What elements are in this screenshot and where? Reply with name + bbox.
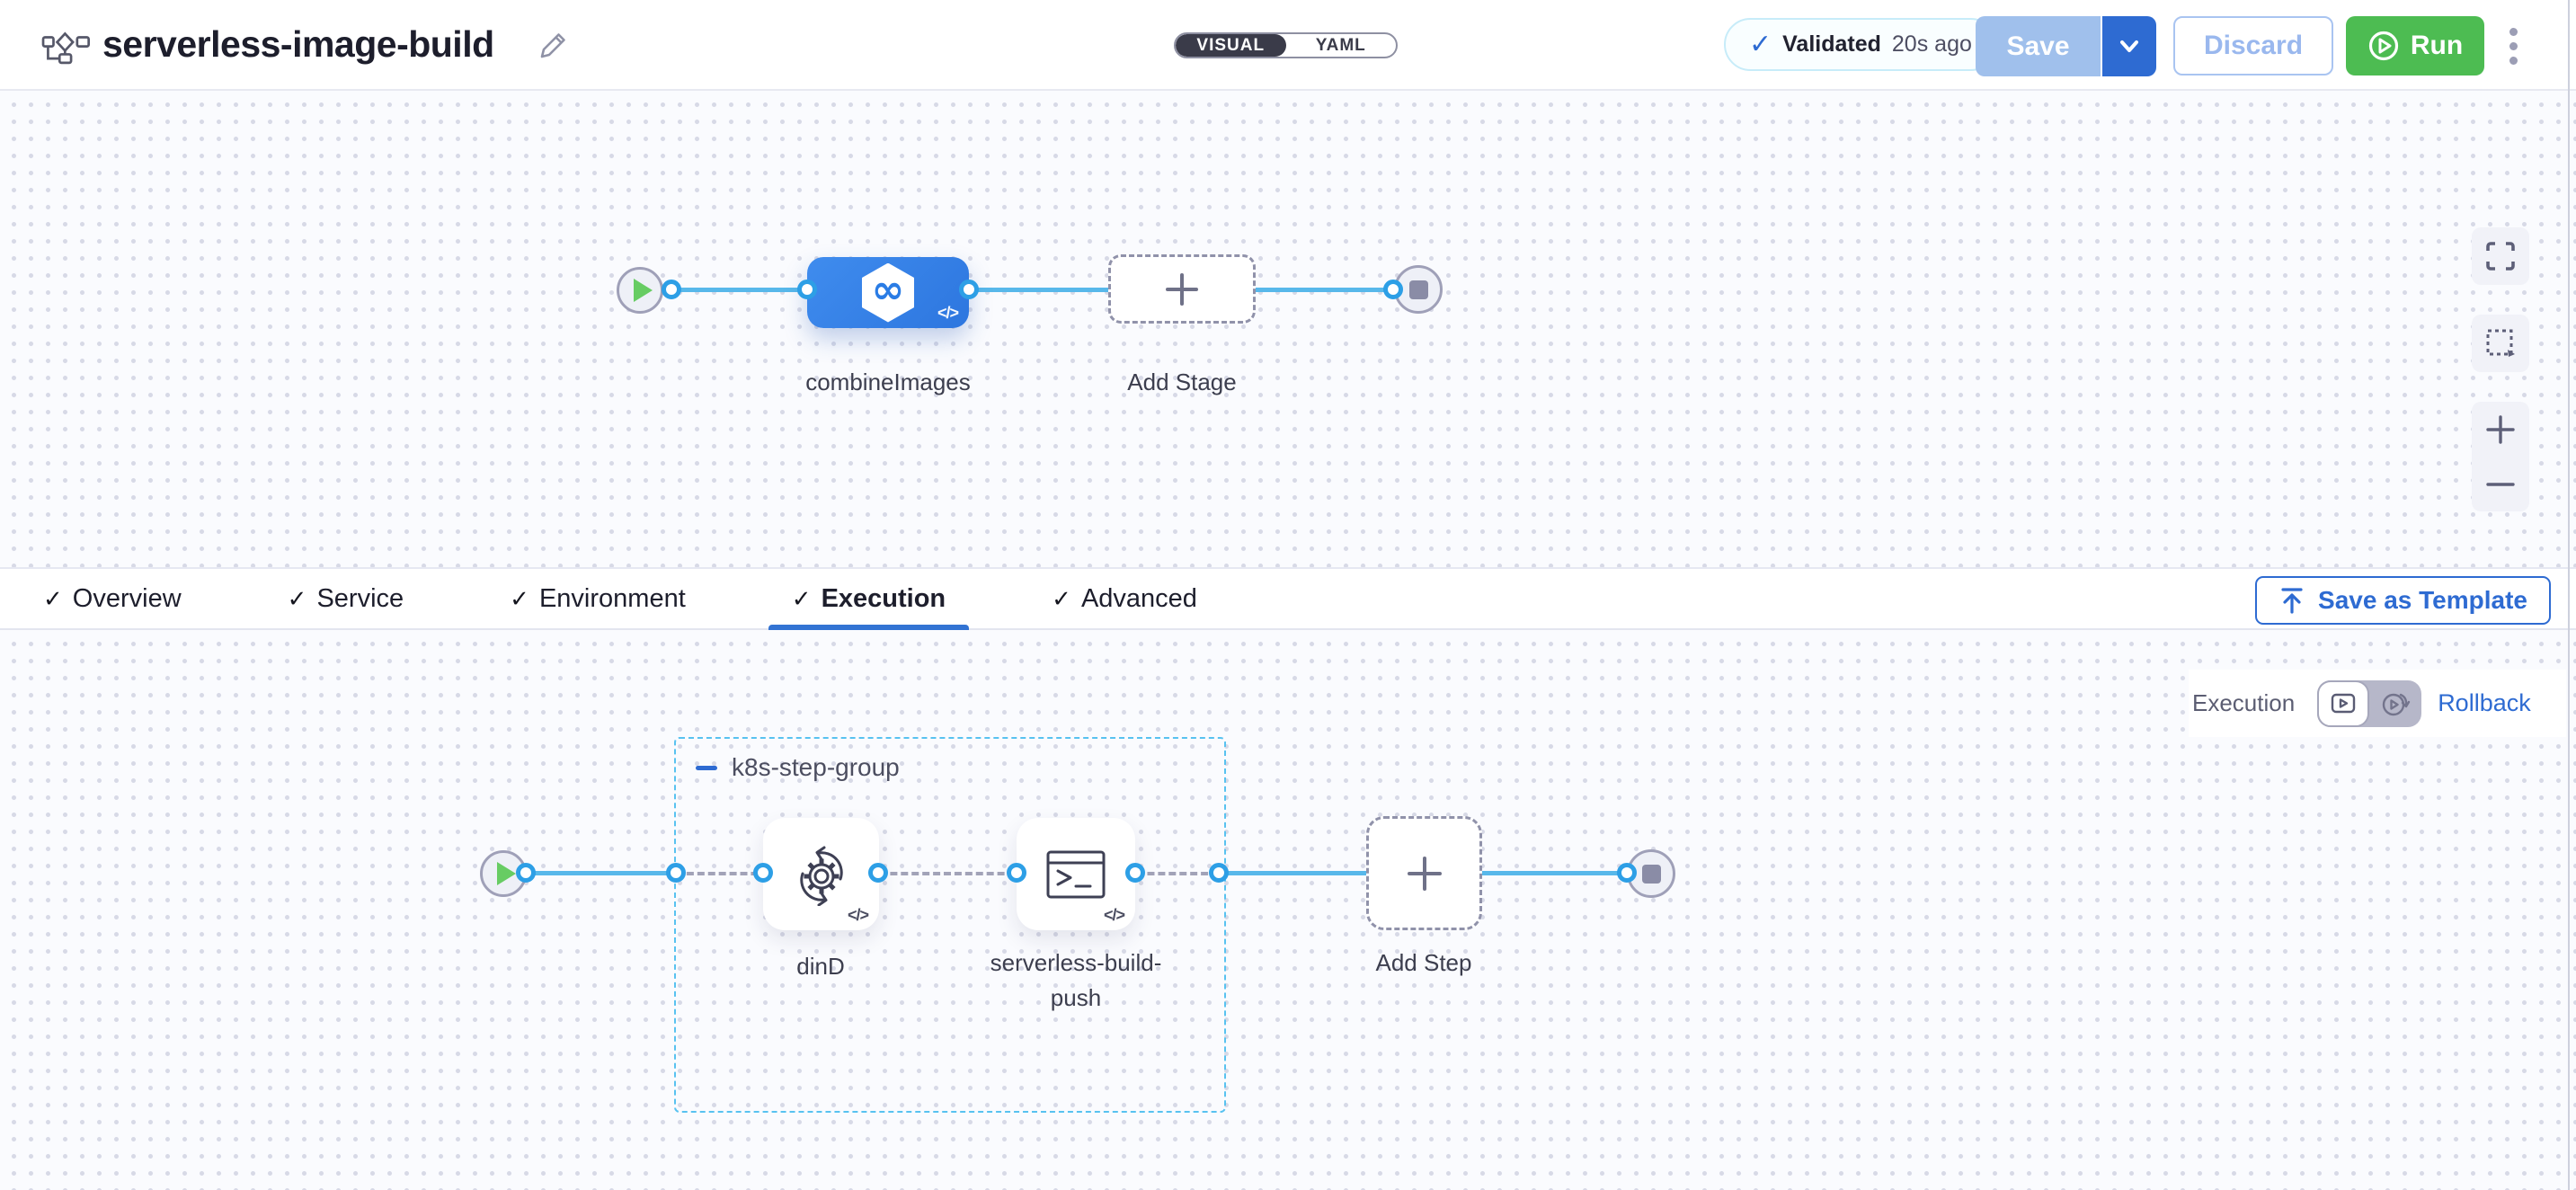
edit-title-pencil-icon[interactable] (539, 31, 568, 59)
kebab-menu-icon[interactable] (2497, 16, 2529, 75)
step-group-container[interactable] (674, 737, 1226, 1113)
connector-port[interactable] (516, 863, 536, 883)
step-group-header[interactable]: k8s-step-group (696, 753, 900, 782)
check-icon: ✓ (791, 584, 812, 612)
step-connector-line (514, 871, 680, 875)
run-play-icon (2368, 31, 2398, 61)
zoom-out-button[interactable] (2472, 457, 2529, 511)
step-node-serverless-build-push[interactable]: </> (1017, 818, 1135, 930)
save-dropdown-button[interactable] (2101, 16, 2156, 76)
add-stage-label: Add Stage (1127, 369, 1237, 395)
connector-port[interactable] (959, 280, 979, 299)
tab-service[interactable]: ✓ Service (287, 583, 404, 613)
ci-hexagon-infinity-icon: ∞ (862, 262, 914, 323)
header-bar: serverless-image-build VISUAL YAML ✓ Val… (0, 0, 2576, 91)
play-triangle-icon (633, 279, 653, 302)
validated-badge[interactable]: ✓ Validated 20s ago (1724, 18, 1997, 71)
stop-square-icon (1641, 864, 1661, 884)
right-panel-divider (2568, 0, 2570, 1190)
play-triangle-icon (496, 862, 516, 885)
zoom-in-icon (2486, 414, 2515, 444)
execution-view-panel: Execution Rollback (2189, 670, 2566, 737)
save-as-template-button[interactable]: Save as Template (2255, 576, 2551, 625)
tab-advanced[interactable]: ✓ Advanced (1052, 583, 1197, 613)
zoom-out-icon (2486, 482, 2515, 486)
stage-config-tabs: ✓ Overview ✓ Service ✓ Environment ✓ Exe… (0, 567, 2576, 630)
tab-environment[interactable]: ✓ Environment (510, 583, 686, 613)
connector-port[interactable] (753, 863, 773, 883)
execution-view-icon (2331, 693, 2356, 713)
visual-yaml-toggle: VISUAL YAML (1174, 32, 1398, 58)
rollback-view-button[interactable] (2369, 680, 2421, 727)
connector-port[interactable] (1007, 863, 1026, 883)
step-node-dind[interactable]: </> (763, 818, 879, 930)
code-glyph-icon: </> (847, 906, 869, 924)
stage-label: combineImages (805, 369, 971, 395)
toggle-visual[interactable]: VISUAL (1176, 34, 1286, 57)
connector-port[interactable] (666, 863, 686, 883)
tab-overview[interactable]: ✓ Overview (43, 583, 182, 613)
pipeline-title: serverless-image-build (102, 23, 494, 65)
gear-sync-icon (799, 846, 843, 906)
rollback-view-icon (2382, 693, 2411, 715)
connector-port[interactable] (1209, 863, 1229, 883)
fullscreen-button[interactable] (2472, 227, 2529, 285)
execution-view-button[interactable] (2317, 679, 2370, 727)
step-group-label: k8s-step-group (732, 753, 900, 781)
add-step-label: Add Step (1375, 949, 1472, 976)
code-glyph-icon: </> (937, 304, 959, 322)
save-button[interactable]: Save (1976, 16, 2101, 76)
execution-canvas (0, 630, 2576, 1190)
zoom-in-button[interactable] (2472, 402, 2529, 457)
step-label: serverless-build-push (990, 949, 1162, 1011)
execution-rollback-toggle (2317, 679, 2422, 727)
fullscreen-icon (2486, 242, 2515, 271)
discard-button[interactable]: Discard (2173, 16, 2333, 75)
connector-port[interactable] (1125, 863, 1145, 883)
terminal-icon (1046, 850, 1106, 898)
stage-canvas (0, 91, 2576, 567)
stage-connector-line (665, 288, 1399, 292)
execution-view-label: Execution (2192, 689, 2296, 716)
run-label: Run (2410, 31, 2464, 60)
toggle-yaml[interactable]: YAML (1315, 35, 1366, 55)
collapse-minus-icon[interactable] (696, 765, 717, 770)
run-button[interactable]: Run (2346, 16, 2484, 75)
zoom-controls (2472, 402, 2529, 511)
pipeline-start-node (617, 267, 663, 314)
step-label: dinD (796, 953, 845, 980)
add-step-button[interactable] (1366, 816, 1482, 930)
connector-port[interactable] (797, 280, 817, 299)
code-glyph-icon: </> (1103, 906, 1125, 924)
stop-square-icon (1408, 280, 1428, 299)
marquee-select-button[interactable] (2472, 315, 2529, 372)
pipeline-flowchart-icon (41, 31, 90, 65)
chevron-down-icon (2120, 40, 2138, 52)
check-icon: ✓ (287, 584, 307, 612)
marquee-select-icon (2486, 329, 2515, 357)
connector-port[interactable] (1383, 280, 1403, 299)
check-icon: ✓ (1052, 584, 1071, 612)
save-split-button: Save (1976, 16, 2156, 76)
connector-port[interactable] (662, 280, 681, 299)
connector-port[interactable] (868, 863, 888, 883)
connector-port[interactable] (1617, 863, 1637, 883)
rollback-link[interactable]: Rollback (2438, 689, 2531, 716)
validated-time: 20s ago (1891, 31, 1972, 57)
stage-node-combineimages[interactable]: ∞ </> (807, 257, 969, 328)
step-dashed-connector (676, 872, 1219, 875)
check-icon: ✓ (1749, 29, 1772, 59)
validated-label: Validated (1782, 31, 1881, 57)
plus-icon (1166, 272, 1198, 306)
add-stage-button[interactable] (1108, 254, 1256, 324)
check-icon: ✓ (43, 584, 63, 612)
tab-execution[interactable]: ✓ Execution (768, 569, 970, 630)
check-icon: ✓ (510, 584, 529, 612)
plus-icon (1407, 856, 1442, 891)
upload-icon (2281, 588, 2303, 614)
